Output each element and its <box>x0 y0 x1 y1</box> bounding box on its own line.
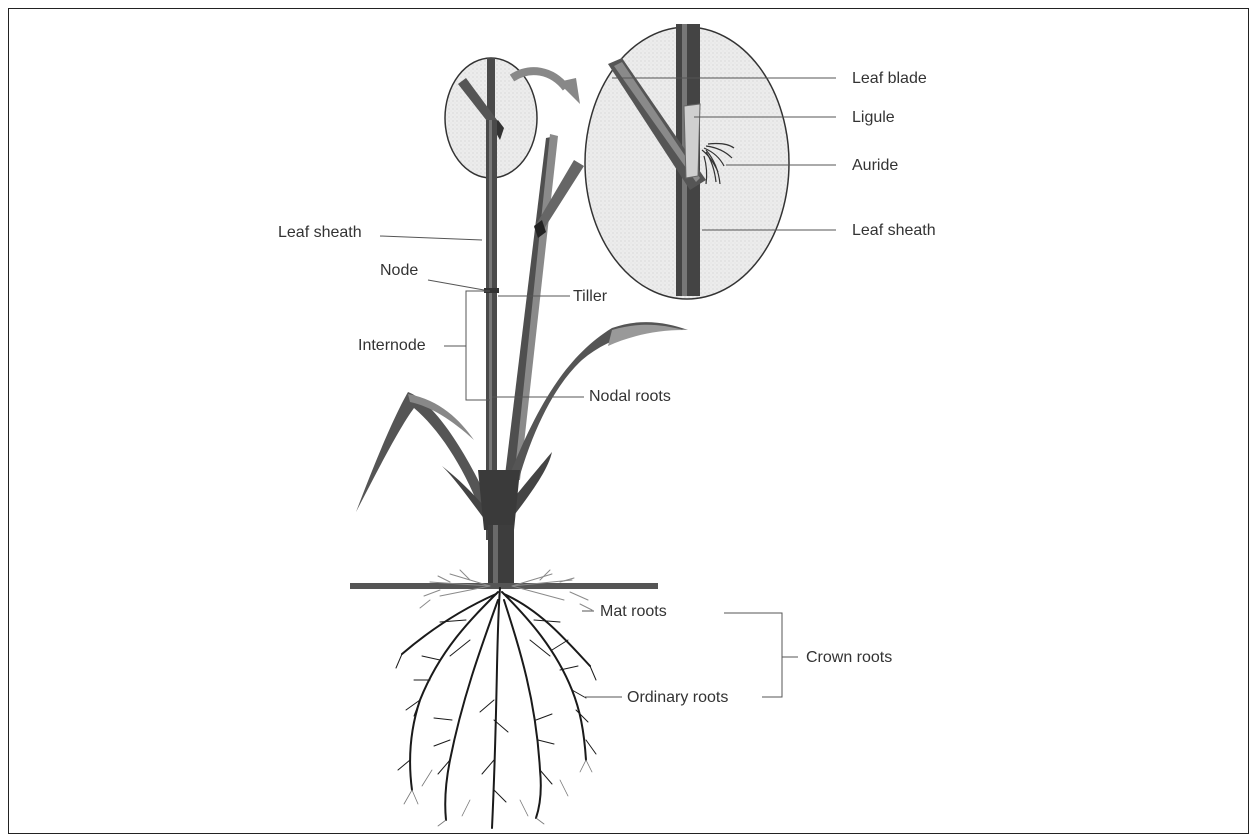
label-mat-roots: Mat roots <box>600 603 667 621</box>
label-leaf-sheath: Leaf sheath <box>278 224 362 242</box>
tiller <box>502 134 584 500</box>
label-nodal-roots: Nodal roots <box>589 388 671 406</box>
leader-node <box>428 280 484 290</box>
label-auride: Auride <box>852 157 898 175</box>
large-zoom-ellipse <box>585 24 789 299</box>
root-system <box>396 570 596 828</box>
label-node: Node <box>380 262 418 280</box>
ground-line <box>350 583 658 589</box>
label-leaf-blade: Leaf blade <box>852 70 927 88</box>
crown-bracket <box>724 613 782 697</box>
label-internode: Internode <box>358 337 426 355</box>
stem-base <box>478 470 520 585</box>
label-ordinary-roots: Ordinary roots <box>627 689 728 707</box>
leader-leaf-sheath <box>380 236 482 240</box>
label-ligule: Ligule <box>852 109 895 127</box>
label-crown-roots: Crown roots <box>806 649 892 667</box>
label-tiller: Tiller <box>573 288 607 306</box>
label-leaf-sheath-zoom: Leaf sheath <box>852 222 936 240</box>
